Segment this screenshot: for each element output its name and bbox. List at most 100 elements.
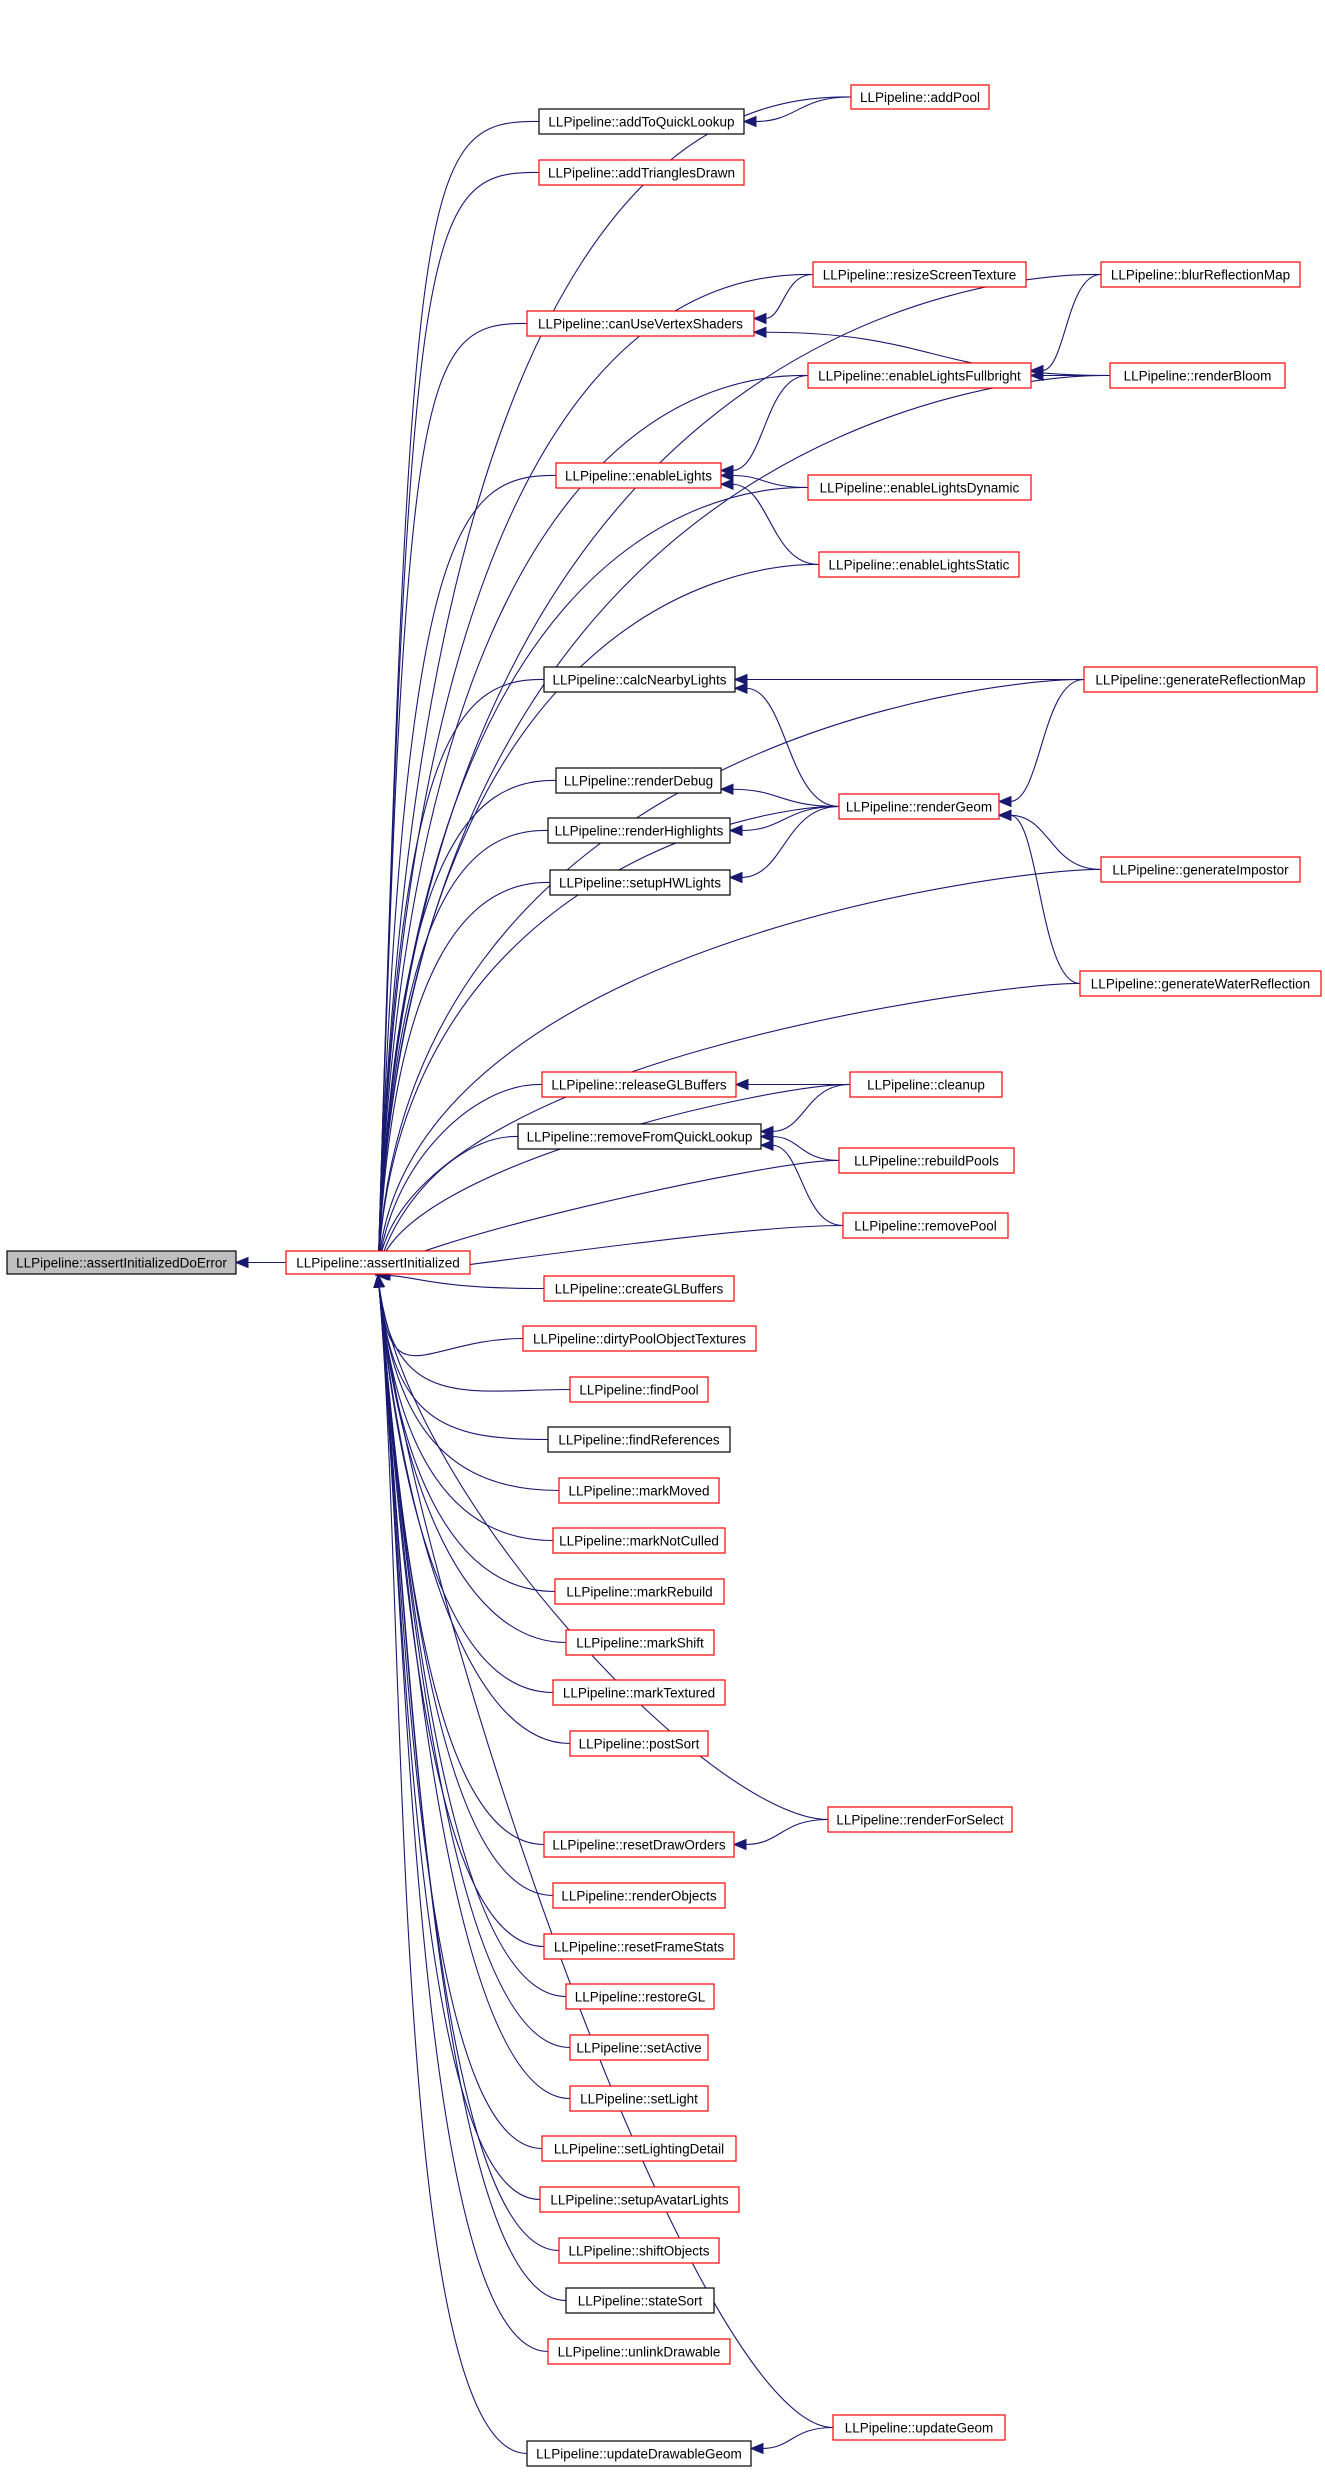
node-removeFromQuickLookup[interactable]: LLPipeline::removeFromQuickLookup [517, 1123, 762, 1150]
node-renderGeom[interactable]: LLPipeline::renderGeom [838, 793, 1000, 820]
node-generateImpostor[interactable]: LLPipeline::generateImpostor [1100, 856, 1301, 883]
node-box-renderObjects[interactable] [552, 1882, 726, 1909]
node-markTextured[interactable]: LLPipeline::markTextured [552, 1679, 726, 1706]
node-addToQuickLookup[interactable]: LLPipeline::addToQuickLookup [538, 108, 745, 135]
node-box-enableLightsFullbright[interactable] [807, 362, 1032, 389]
node-resizeScreenTexture[interactable]: LLPipeline::resizeScreenTexture [812, 261, 1027, 288]
node-releaseGLBuffers[interactable]: LLPipeline::releaseGLBuffers [541, 1071, 737, 1098]
node-box-markShift[interactable] [565, 1629, 715, 1656]
node-box-markMoved[interactable] [558, 1477, 720, 1504]
node-box-shiftObjects[interactable] [558, 2237, 720, 2264]
node-box-markTextured[interactable] [552, 1679, 726, 1706]
node-setLight[interactable]: LLPipeline::setLight [569, 2085, 709, 2112]
node-box-renderHighlights[interactable] [547, 817, 731, 844]
node-box-setLightingDetail[interactable] [541, 2135, 737, 2162]
node-box-setLight[interactable] [569, 2085, 709, 2112]
node-box-generateWaterReflection[interactable] [1079, 970, 1322, 997]
node-removePool[interactable]: LLPipeline::removePool [842, 1212, 1009, 1239]
node-findPool[interactable]: LLPipeline::findPool [569, 1376, 709, 1403]
node-box-root[interactable] [6, 1250, 237, 1275]
node-markNotCulled[interactable]: LLPipeline::markNotCulled [552, 1527, 726, 1554]
node-enableLightsStatic[interactable]: LLPipeline::enableLightsStatic [818, 551, 1020, 578]
node-box-setupHWLights[interactable] [549, 869, 731, 896]
node-box-canUseVertexShaders[interactable] [526, 310, 755, 337]
node-box-resetFrameStats[interactable] [543, 1933, 735, 1960]
node-box-setActive[interactable] [569, 2034, 709, 2061]
node-root[interactable]: LLPipeline::assertInitializedDoError [6, 1250, 237, 1275]
node-box-restoreGL[interactable] [565, 1983, 715, 2010]
node-box-markRebuild[interactable] [554, 1578, 725, 1605]
node-setLightingDetail[interactable]: LLPipeline::setLightingDetail [541, 2135, 737, 2162]
node-box-enableLights[interactable] [555, 462, 722, 489]
node-box-renderBloom[interactable] [1109, 362, 1286, 389]
node-box-removePool[interactable] [842, 1212, 1009, 1239]
node-blurReflectionMap[interactable]: LLPipeline::blurReflectionMap [1100, 261, 1301, 288]
node-box-resetDrawOrders[interactable] [543, 1831, 735, 1858]
node-setActive[interactable]: LLPipeline::setActive [569, 2034, 709, 2061]
node-resetFrameStats[interactable]: LLPipeline::resetFrameStats [543, 1933, 735, 1960]
node-box-releaseGLBuffers[interactable] [541, 1071, 737, 1098]
node-box-generateReflectionMap[interactable] [1083, 666, 1318, 693]
node-createGLBuffers[interactable]: LLPipeline::createGLBuffers [543, 1275, 735, 1302]
node-renderForSelect[interactable]: LLPipeline::renderForSelect [827, 1806, 1013, 1833]
node-postSort[interactable]: LLPipeline::postSort [569, 1730, 709, 1757]
node-box-addPool[interactable] [850, 84, 990, 110]
node-box-removeFromQuickLookup[interactable] [517, 1123, 762, 1150]
node-findReferences[interactable]: LLPipeline::findReferences [547, 1426, 731, 1453]
node-box-createGLBuffers[interactable] [543, 1275, 735, 1302]
node-calcNearbyLights[interactable]: LLPipeline::calcNearbyLights [543, 666, 736, 693]
node-dirtyPoolObjectTextures[interactable]: LLPipeline::dirtyPoolObjectTextures [522, 1325, 757, 1352]
node-cleanup[interactable]: LLPipeline::cleanup [849, 1071, 1003, 1098]
node-box-resizeScreenTexture[interactable] [812, 261, 1027, 288]
node-renderHighlights[interactable]: LLPipeline::renderHighlights [547, 817, 731, 844]
node-markShift[interactable]: LLPipeline::markShift [565, 1629, 715, 1656]
node-box-dirtyPoolObjectTextures[interactable] [522, 1325, 757, 1352]
node-box-stateSort[interactable] [565, 2287, 715, 2314]
node-setupHWLights[interactable]: LLPipeline::setupHWLights [549, 869, 731, 896]
node-renderObjects[interactable]: LLPipeline::renderObjects [552, 1882, 726, 1909]
node-renderDebug[interactable]: LLPipeline::renderDebug [555, 767, 722, 794]
node-box-addTrianglesDrawn[interactable] [538, 159, 745, 186]
node-box-renderForSelect[interactable] [827, 1806, 1013, 1833]
node-enableLightsFullbright[interactable]: LLPipeline::enableLightsFullbright [807, 362, 1032, 389]
node-generateWaterReflection[interactable]: LLPipeline::generateWaterReflection [1079, 970, 1322, 997]
node-box-updateGeom[interactable] [832, 2414, 1006, 2441]
node-updateDrawableGeom[interactable]: LLPipeline::updateDrawableGeom [526, 2440, 752, 2467]
node-box-findReferences[interactable] [547, 1426, 731, 1453]
node-box-enableLightsDynamic[interactable] [807, 474, 1032, 501]
node-markRebuild[interactable]: LLPipeline::markRebuild [554, 1578, 725, 1605]
node-rebuildPools[interactable]: LLPipeline::rebuildPools [838, 1147, 1015, 1174]
node-box-blurReflectionMap[interactable] [1100, 261, 1301, 288]
node-enableLights[interactable]: LLPipeline::enableLights [555, 462, 722, 489]
node-box-unlinkDrawable[interactable] [547, 2338, 731, 2365]
node-box-addToQuickLookup[interactable] [538, 108, 745, 135]
node-box-calcNearbyLights[interactable] [543, 666, 736, 693]
node-restoreGL[interactable]: LLPipeline::restoreGL [565, 1983, 715, 2010]
node-unlinkDrawable[interactable]: LLPipeline::unlinkDrawable [547, 2338, 731, 2365]
node-enableLightsDynamic[interactable]: LLPipeline::enableLightsDynamic [807, 474, 1032, 501]
node-addPool[interactable]: LLPipeline::addPool [850, 84, 990, 110]
node-generateReflectionMap[interactable]: LLPipeline::generateReflectionMap [1083, 666, 1318, 693]
node-renderBloom[interactable]: LLPipeline::renderBloom [1109, 362, 1286, 389]
node-assertInitialized[interactable]: LLPipeline::assertInitialized [285, 1250, 471, 1275]
node-resetDrawOrders[interactable]: LLPipeline::resetDrawOrders [543, 1831, 735, 1858]
node-shiftObjects[interactable]: LLPipeline::shiftObjects [558, 2237, 720, 2264]
node-canUseVertexShaders[interactable]: LLPipeline::canUseVertexShaders [526, 310, 755, 337]
node-box-rebuildPools[interactable] [838, 1147, 1015, 1174]
node-box-findPool[interactable] [569, 1376, 709, 1403]
node-box-markNotCulled[interactable] [552, 1527, 726, 1554]
node-box-renderGeom[interactable] [838, 793, 1000, 820]
node-box-generateImpostor[interactable] [1100, 856, 1301, 883]
node-box-updateDrawableGeom[interactable] [526, 2440, 752, 2467]
node-setupAvatarLights[interactable]: LLPipeline::setupAvatarLights [539, 2186, 740, 2213]
node-box-setupAvatarLights[interactable] [539, 2186, 740, 2213]
node-stateSort[interactable]: LLPipeline::stateSort [565, 2287, 715, 2314]
node-box-enableLightsStatic[interactable] [818, 551, 1020, 578]
node-markMoved[interactable]: LLPipeline::markMoved [558, 1477, 720, 1504]
node-box-assertInitialized[interactable] [285, 1250, 471, 1275]
node-box-postSort[interactable] [569, 1730, 709, 1757]
node-box-cleanup[interactable] [849, 1071, 1003, 1098]
node-addTrianglesDrawn[interactable]: LLPipeline::addTrianglesDrawn [538, 159, 745, 186]
node-box-renderDebug[interactable] [555, 767, 722, 794]
node-updateGeom[interactable]: LLPipeline::updateGeom [832, 2414, 1006, 2441]
